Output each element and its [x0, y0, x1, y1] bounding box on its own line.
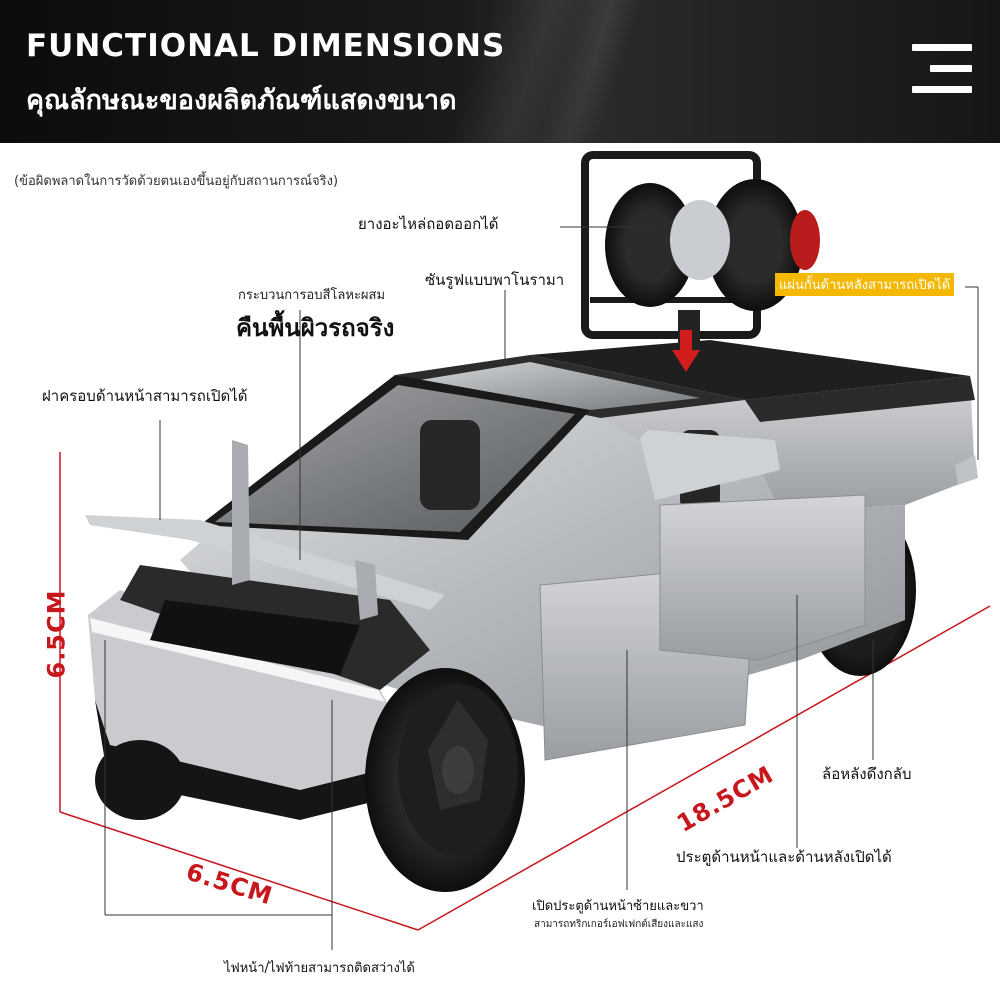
- hamburger-menu-icon[interactable]: [908, 44, 972, 94]
- hood-hinge-right: [355, 560, 378, 620]
- door-upper-frame: [640, 430, 780, 500]
- length-dimension-line: [417, 605, 991, 931]
- cargo-bed: [530, 340, 970, 400]
- front-trunk-cavity: [150, 600, 360, 675]
- title-english: FUNCTIONAL DIMENSIONS: [26, 28, 506, 64]
- measurement-disclaimer: (ข้อผิดพลาดในการวัดด้วยตนเองขึ้นอยู่กับส…: [14, 174, 339, 189]
- down-arrow-icon: [672, 330, 700, 372]
- label-sunroof: ซันรูฟแบบพาโนรามา: [425, 271, 565, 289]
- dimension-height: 6.5CM: [42, 589, 71, 679]
- open-hood: [85, 515, 445, 610]
- title-thai: คุณลักษณะของผลิตภัณฑ์แสดงขนาด: [26, 85, 457, 116]
- width-dimension-line: [59, 811, 419, 931]
- front-wheel: [365, 668, 525, 892]
- rear-door-open: [659, 494, 866, 661]
- label-doors: ประตูด้านหน้าและด้านหลังเปิดได้: [676, 848, 892, 866]
- label-sound-light: สามารถทริกเกอร์เอฟเฟกต์เสียงและแสง: [534, 919, 704, 930]
- label-paint-process: กระบวนการอบสีโลหะผสม: [238, 288, 386, 303]
- bed-top-rail: [745, 376, 975, 422]
- spare-tire-rack: [581, 151, 820, 360]
- header-banner: FUNCTIONAL DIMENSIONS คุณลักษณะของผลิตภั…: [0, 0, 1000, 143]
- label-realistic-surface: คืนพื้นผิวรถจริง: [236, 314, 395, 342]
- hood-hinge-left: [232, 440, 250, 585]
- panoramic-sunroof: [420, 362, 700, 410]
- label-hood: ฝาครอบด้านหน้าสามารถเปิดได้: [42, 387, 248, 405]
- front-left-wheel: [95, 740, 185, 820]
- windshield-glass: [215, 385, 575, 532]
- label-spare-tire: ยางอะไหล่ถอดออกได้: [358, 215, 499, 233]
- label-lights: ไฟหน้า/ไฟท้ายสามารถติดสว่างได้: [224, 961, 415, 976]
- label-front-door-trigger: เปิดประตูด้านหน้าซ้ายและขวา: [532, 899, 704, 914]
- label-tailgate: แผ่นกั้นด้านหลังสามารถเปิดได้: [775, 273, 955, 296]
- tailgate-plate: [955, 455, 978, 485]
- label-pullback: ล้อหลังดึงกลับ: [822, 765, 912, 783]
- callout-lines: [104, 226, 979, 950]
- dimension-lines: [59, 452, 991, 931]
- front-seat: [420, 420, 480, 510]
